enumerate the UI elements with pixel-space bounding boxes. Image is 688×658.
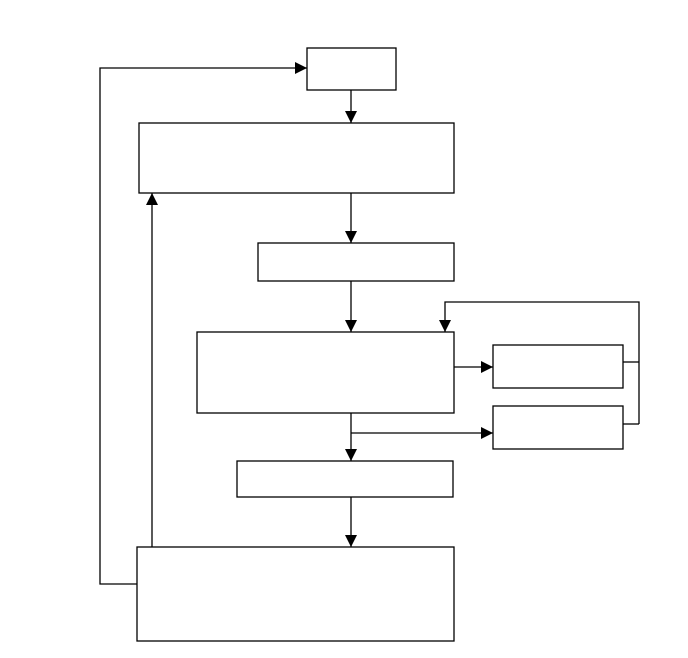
connector-feedback-to-process-3 (439, 301, 640, 424)
flow-box-side-2 (492, 405, 624, 450)
flow-box-process-4 (236, 460, 454, 498)
flow-box-process-5 (136, 546, 455, 642)
connector-process-5-to-start (99, 62, 307, 585)
flow-box-process-1 (138, 122, 455, 194)
flow-box-start (306, 47, 397, 91)
flow-box-side-1 (492, 344, 624, 389)
flow-box-process-3 (196, 331, 455, 414)
flow-box-process-2 (257, 242, 455, 282)
